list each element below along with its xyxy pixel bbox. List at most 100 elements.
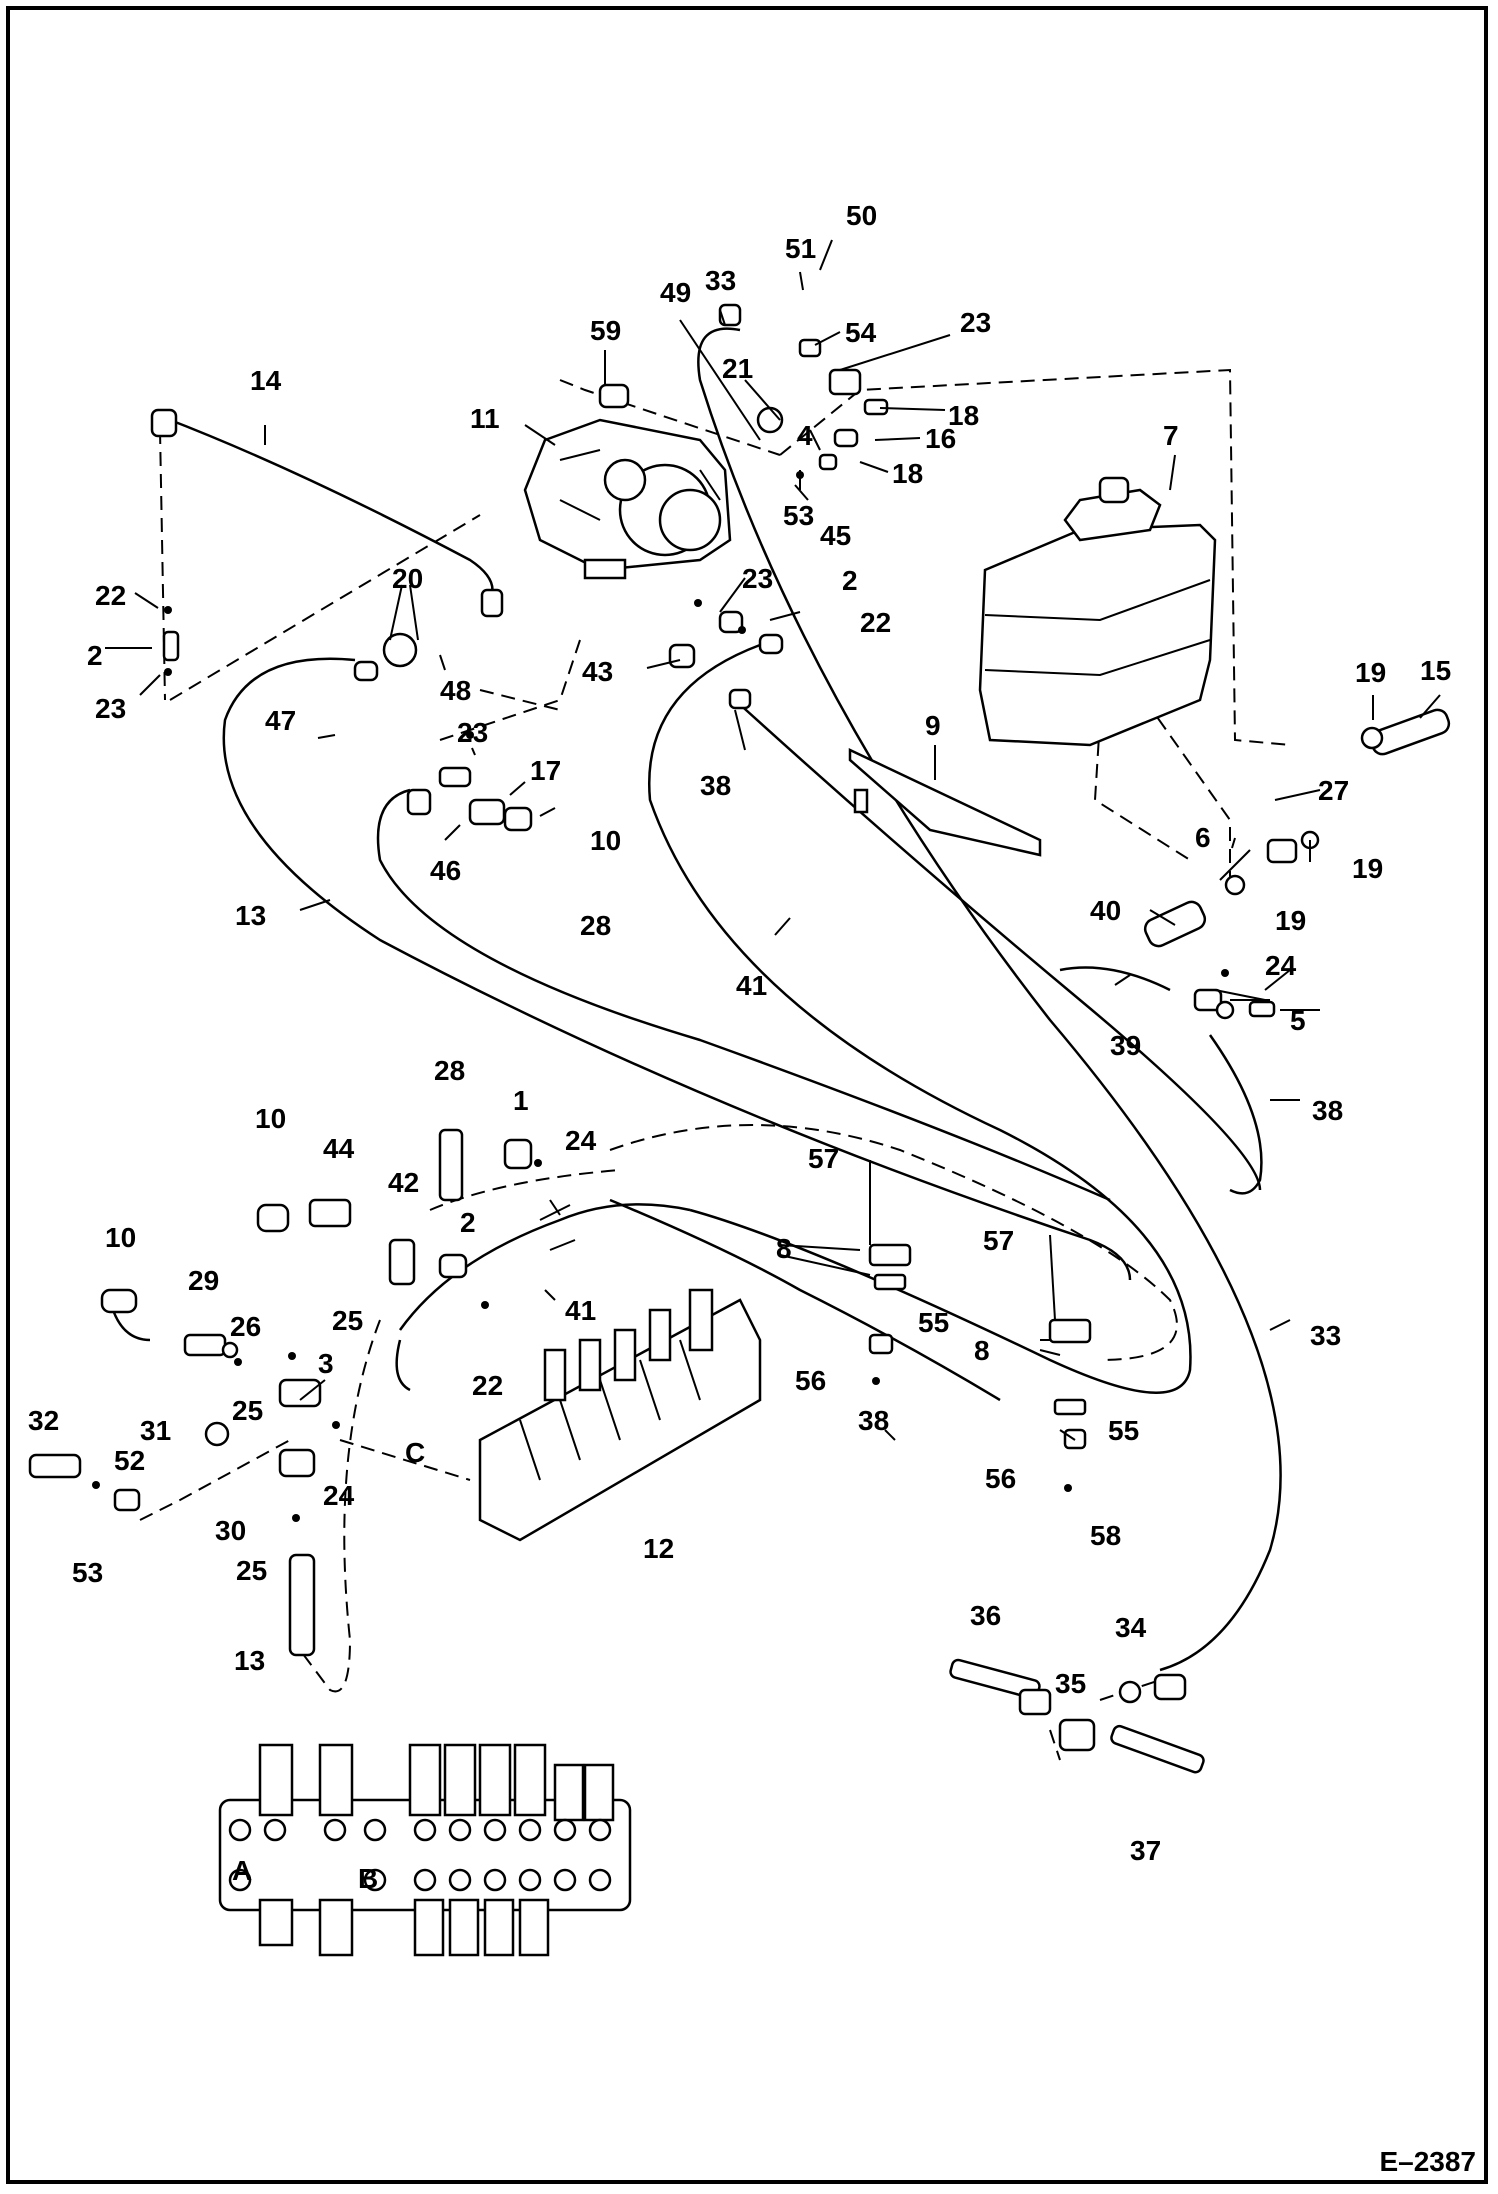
callout-30: 30 bbox=[215, 1515, 246, 1546]
callout-40: 40 bbox=[1090, 895, 1121, 926]
callout-22: 22 bbox=[472, 1370, 503, 1401]
hose-28 bbox=[376, 788, 1111, 1202]
callout-45: 45 bbox=[820, 520, 851, 551]
callout-34: 34 bbox=[1115, 1612, 1147, 1643]
callout-23: 23 bbox=[742, 563, 773, 594]
callout-8: 8 bbox=[974, 1335, 990, 1366]
callout-56: 56 bbox=[795, 1365, 826, 1396]
callout-22: 22 bbox=[860, 607, 891, 638]
callout-3: 3 bbox=[318, 1348, 334, 1379]
callout-38: 38 bbox=[1312, 1095, 1343, 1126]
callout-6: 6 bbox=[1195, 822, 1211, 853]
callout-1: 1 bbox=[513, 1085, 529, 1116]
hose-39 bbox=[1059, 966, 1171, 992]
callout-13: 13 bbox=[235, 900, 266, 931]
callout-36: 36 bbox=[970, 1600, 1001, 1631]
routing-lines bbox=[139, 368, 1291, 1761]
callout-23: 23 bbox=[960, 307, 991, 338]
callout-59: 59 bbox=[590, 315, 621, 346]
hose-41-lower bbox=[398, 1203, 691, 1331]
pump-11 bbox=[523, 418, 732, 580]
callout-13: 13 bbox=[234, 1645, 265, 1676]
callout-28: 28 bbox=[580, 910, 611, 941]
callout-50: 50 bbox=[846, 200, 877, 231]
port-label-c: C bbox=[405, 1437, 425, 1468]
callout-57: 57 bbox=[808, 1143, 839, 1174]
figure-reference-id: E–2387 bbox=[1379, 2146, 1476, 2177]
hose-41 bbox=[647, 643, 1192, 1394]
callout-42: 42 bbox=[388, 1167, 419, 1198]
callout-41: 41 bbox=[565, 1295, 596, 1326]
port-label-a: A bbox=[232, 1855, 252, 1886]
control-valve-12 bbox=[478, 1288, 762, 1542]
hose-38-lower bbox=[1208, 1034, 1263, 1195]
callout-35: 35 bbox=[1055, 1668, 1086, 1699]
callout-58: 58 bbox=[1090, 1520, 1121, 1551]
callout-10: 10 bbox=[590, 825, 621, 856]
callout-2: 2 bbox=[87, 640, 103, 671]
callout-19: 19 bbox=[1355, 657, 1386, 688]
callout-2: 2 bbox=[460, 1207, 476, 1238]
callout-25: 25 bbox=[232, 1395, 263, 1426]
callout-56: 56 bbox=[985, 1463, 1016, 1494]
callout-43: 43 bbox=[582, 656, 613, 687]
callout-32: 32 bbox=[28, 1405, 59, 1436]
callout-24: 24 bbox=[565, 1125, 597, 1156]
callout-39: 39 bbox=[1110, 1030, 1141, 1061]
callout-41: 41 bbox=[736, 970, 767, 1001]
callout-15: 15 bbox=[1420, 655, 1451, 686]
callout-24: 24 bbox=[1265, 950, 1297, 981]
components: A B C bbox=[28, 303, 1451, 1957]
callout-10: 10 bbox=[255, 1103, 286, 1134]
hose-41-to-valve bbox=[609, 1198, 1001, 1402]
hose-vent-left bbox=[395, 1339, 411, 1392]
callout-21: 21 bbox=[722, 353, 753, 384]
callout-38: 38 bbox=[858, 1405, 889, 1436]
callout-17: 17 bbox=[530, 755, 561, 786]
callout-12: 12 bbox=[643, 1533, 674, 1564]
callout-2: 2 bbox=[842, 565, 858, 596]
callout-49: 49 bbox=[660, 277, 691, 308]
callout-9: 9 bbox=[925, 710, 941, 741]
callout-55: 55 bbox=[1108, 1415, 1139, 1446]
callout-33: 33 bbox=[705, 265, 736, 296]
callout-19: 19 bbox=[1275, 905, 1306, 936]
callout-48: 48 bbox=[440, 675, 471, 706]
hose-13 bbox=[222, 657, 1132, 1281]
callout-25: 25 bbox=[236, 1555, 267, 1586]
callouts: 50 51 49 33 23 54 59 21 18 14 11 4 16 7 … bbox=[28, 200, 1451, 1866]
callout-57: 57 bbox=[983, 1225, 1014, 1256]
port-label-b: B bbox=[358, 1863, 378, 1894]
callout-22: 22 bbox=[95, 580, 126, 611]
callout-29: 29 bbox=[188, 1265, 219, 1296]
callout-54: 54 bbox=[845, 317, 877, 348]
callout-18: 18 bbox=[892, 458, 923, 489]
callout-10: 10 bbox=[105, 1222, 136, 1253]
callout-47: 47 bbox=[265, 705, 296, 736]
callout-44: 44 bbox=[323, 1133, 355, 1164]
callout-26: 26 bbox=[230, 1311, 261, 1342]
callout-7: 7 bbox=[1163, 420, 1179, 451]
callout-14: 14 bbox=[250, 365, 282, 396]
tank-7 bbox=[978, 476, 1217, 747]
hose-38-upper bbox=[734, 699, 1262, 1191]
callout-23: 23 bbox=[95, 693, 126, 724]
callout-4: 4 bbox=[797, 420, 813, 451]
callout-27: 27 bbox=[1318, 775, 1349, 806]
hoses bbox=[108, 327, 1282, 1672]
callout-8: 8 bbox=[776, 1233, 792, 1264]
hose-33 bbox=[697, 327, 1282, 1672]
callout-53: 53 bbox=[783, 500, 814, 531]
callout-20: 20 bbox=[392, 563, 423, 594]
callout-18: 18 bbox=[948, 400, 979, 431]
callout-19: 19 bbox=[1352, 853, 1383, 884]
bracket-9 bbox=[848, 748, 1042, 857]
hose-14 bbox=[164, 416, 494, 601]
callout-23: 23 bbox=[457, 717, 488, 748]
callout-16: 16 bbox=[925, 423, 956, 454]
callout-28: 28 bbox=[434, 1055, 465, 1086]
leader-lines bbox=[105, 239, 1441, 1441]
callout-25: 25 bbox=[332, 1305, 363, 1336]
callout-11: 11 bbox=[470, 403, 500, 434]
